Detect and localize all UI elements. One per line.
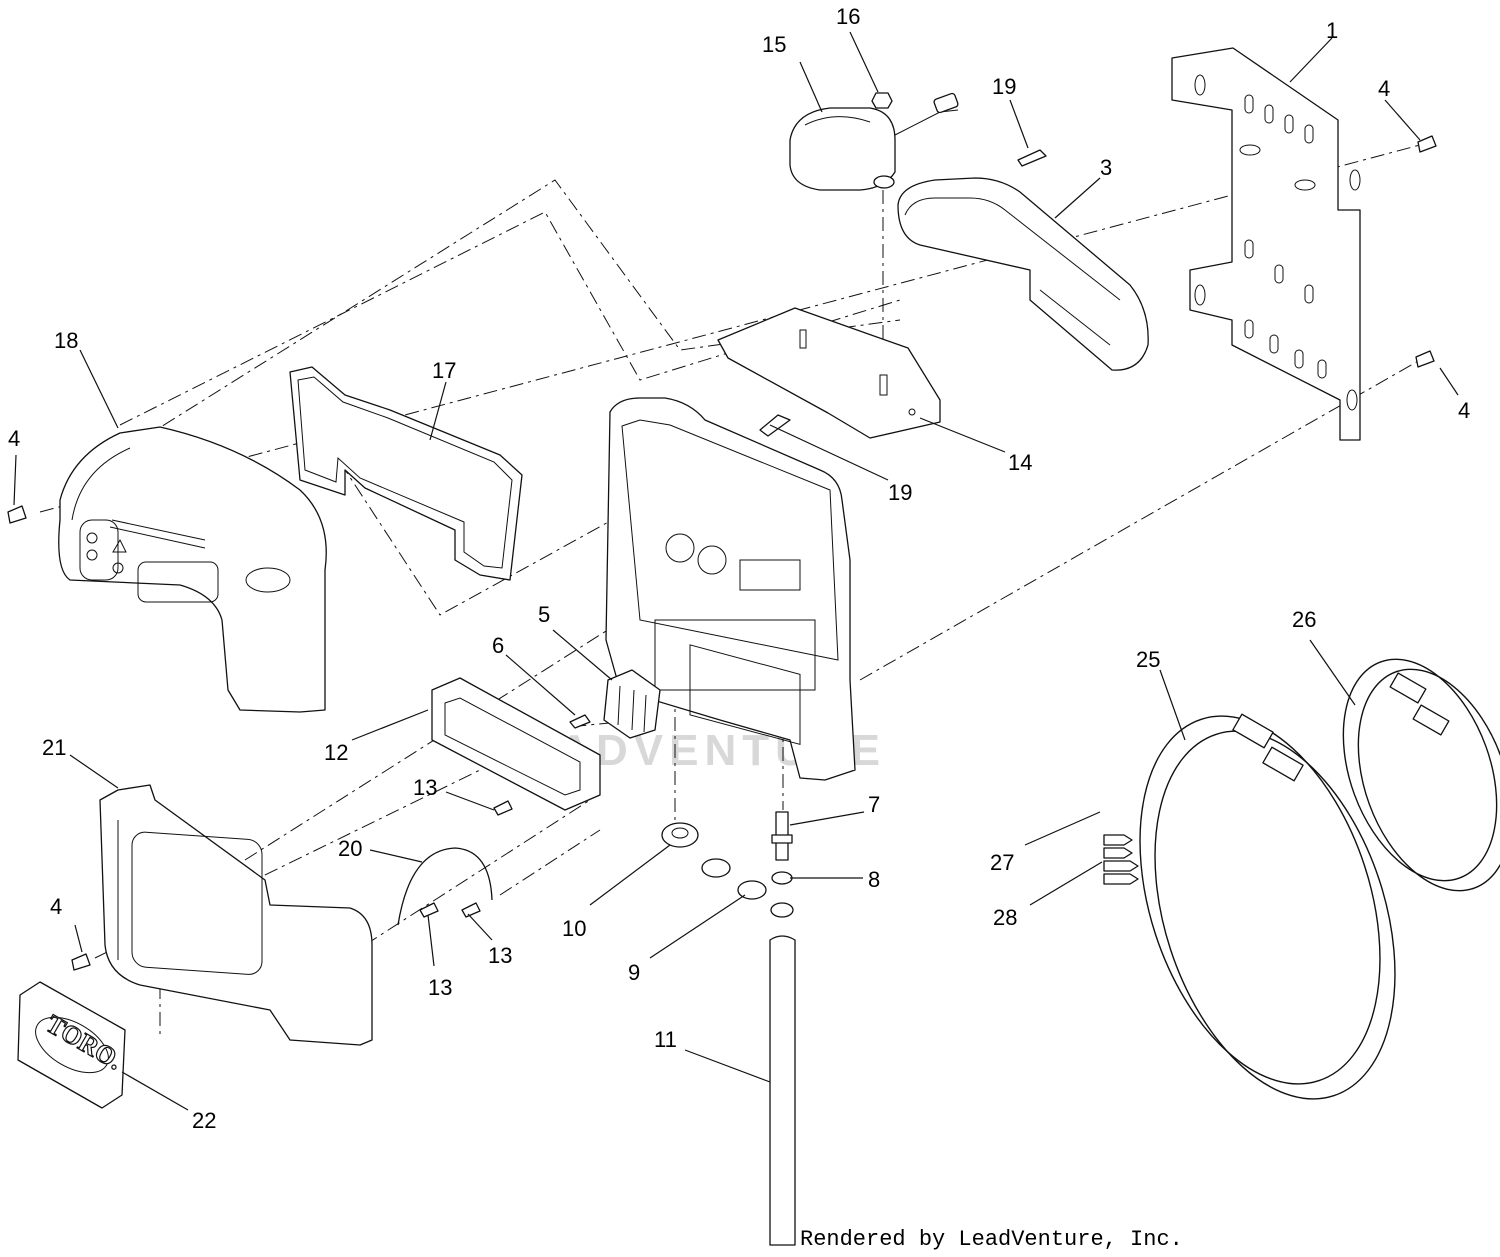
part-3-upper-bracket <box>897 177 1149 371</box>
callout-11: 11 <box>654 1027 677 1052</box>
callout-18: 18 <box>54 328 78 353</box>
part-8-washers <box>770 871 794 918</box>
callout-3: 3 <box>1100 155 1112 180</box>
part-27-28-anchors <box>1103 834 1139 885</box>
callout-4-bottom-left: 4 <box>50 894 62 919</box>
part-21-lower-cover <box>99 784 373 1046</box>
part-17-gasket <box>289 366 523 581</box>
callout-19-lower: 19 <box>888 480 912 505</box>
callout-1: 1 <box>1326 18 1338 43</box>
callout-13-upper: 13 <box>413 775 437 800</box>
part-15-sensor-module <box>789 92 959 191</box>
callout-25: 25 <box>1136 647 1160 672</box>
part-1-mounting-plate <box>1171 47 1361 441</box>
callout-21: 21 <box>42 735 66 760</box>
callout-4-right: 4 <box>1458 398 1470 423</box>
part-6-screw <box>569 714 591 729</box>
callout-13-lower-right: 13 <box>488 943 512 968</box>
control-board-housing <box>605 397 856 781</box>
callout-8: 8 <box>868 867 880 892</box>
credit-text: Rendered by LeadVenture, Inc. <box>800 1227 1183 1252</box>
callout-28: 28 <box>993 905 1017 930</box>
part-18-enclosure-cover <box>58 426 327 713</box>
callout-15: 15 <box>762 32 786 57</box>
part-26-clamps <box>1342 658 1500 892</box>
callout-6: 6 <box>492 633 504 658</box>
callout-17: 17 <box>432 358 456 383</box>
callout-9: 9 <box>628 960 640 985</box>
callout-20: 20 <box>338 836 362 861</box>
part-5-terminal-block <box>603 669 661 739</box>
part-25-clamps <box>1139 713 1396 1100</box>
part-13-screws <box>419 800 513 918</box>
callout-19-upper: 19 <box>992 74 1016 99</box>
callout-14: 14 <box>1008 450 1032 475</box>
callout-4-left: 4 <box>8 426 20 451</box>
callout-22: 22 <box>192 1108 216 1133</box>
callout-10: 10 <box>562 916 586 941</box>
callout-labels: 1 3 4 4 4 4 5 6 7 8 9 10 11 12 13 13 13 … <box>8 4 1470 1133</box>
part-14-base-plate <box>717 307 941 439</box>
callout-7: 7 <box>868 792 880 817</box>
part-11-rod <box>769 935 796 1246</box>
part-20-wire-clip <box>397 847 493 926</box>
part-19-screws <box>759 149 1047 437</box>
part-9-plugs <box>701 858 767 900</box>
callout-27: 27 <box>990 850 1014 875</box>
callout-16: 16 <box>836 4 860 29</box>
callout-26: 26 <box>1292 607 1316 632</box>
part-4-screws <box>7 135 1437 971</box>
callout-4-top-right: 4 <box>1378 76 1390 101</box>
part-10-grommet <box>661 822 699 848</box>
part-7-fitting <box>771 811 793 861</box>
leader-lines <box>13 31 1459 1111</box>
callout-5: 5 <box>538 602 550 627</box>
callout-12: 12 <box>324 740 348 765</box>
part-12-terminal-cover <box>431 677 601 811</box>
part-16-nut <box>871 92 893 109</box>
callout-13-lower-left: 13 <box>428 975 452 1000</box>
part-22-toro-decal: TORO. <box>17 981 128 1109</box>
